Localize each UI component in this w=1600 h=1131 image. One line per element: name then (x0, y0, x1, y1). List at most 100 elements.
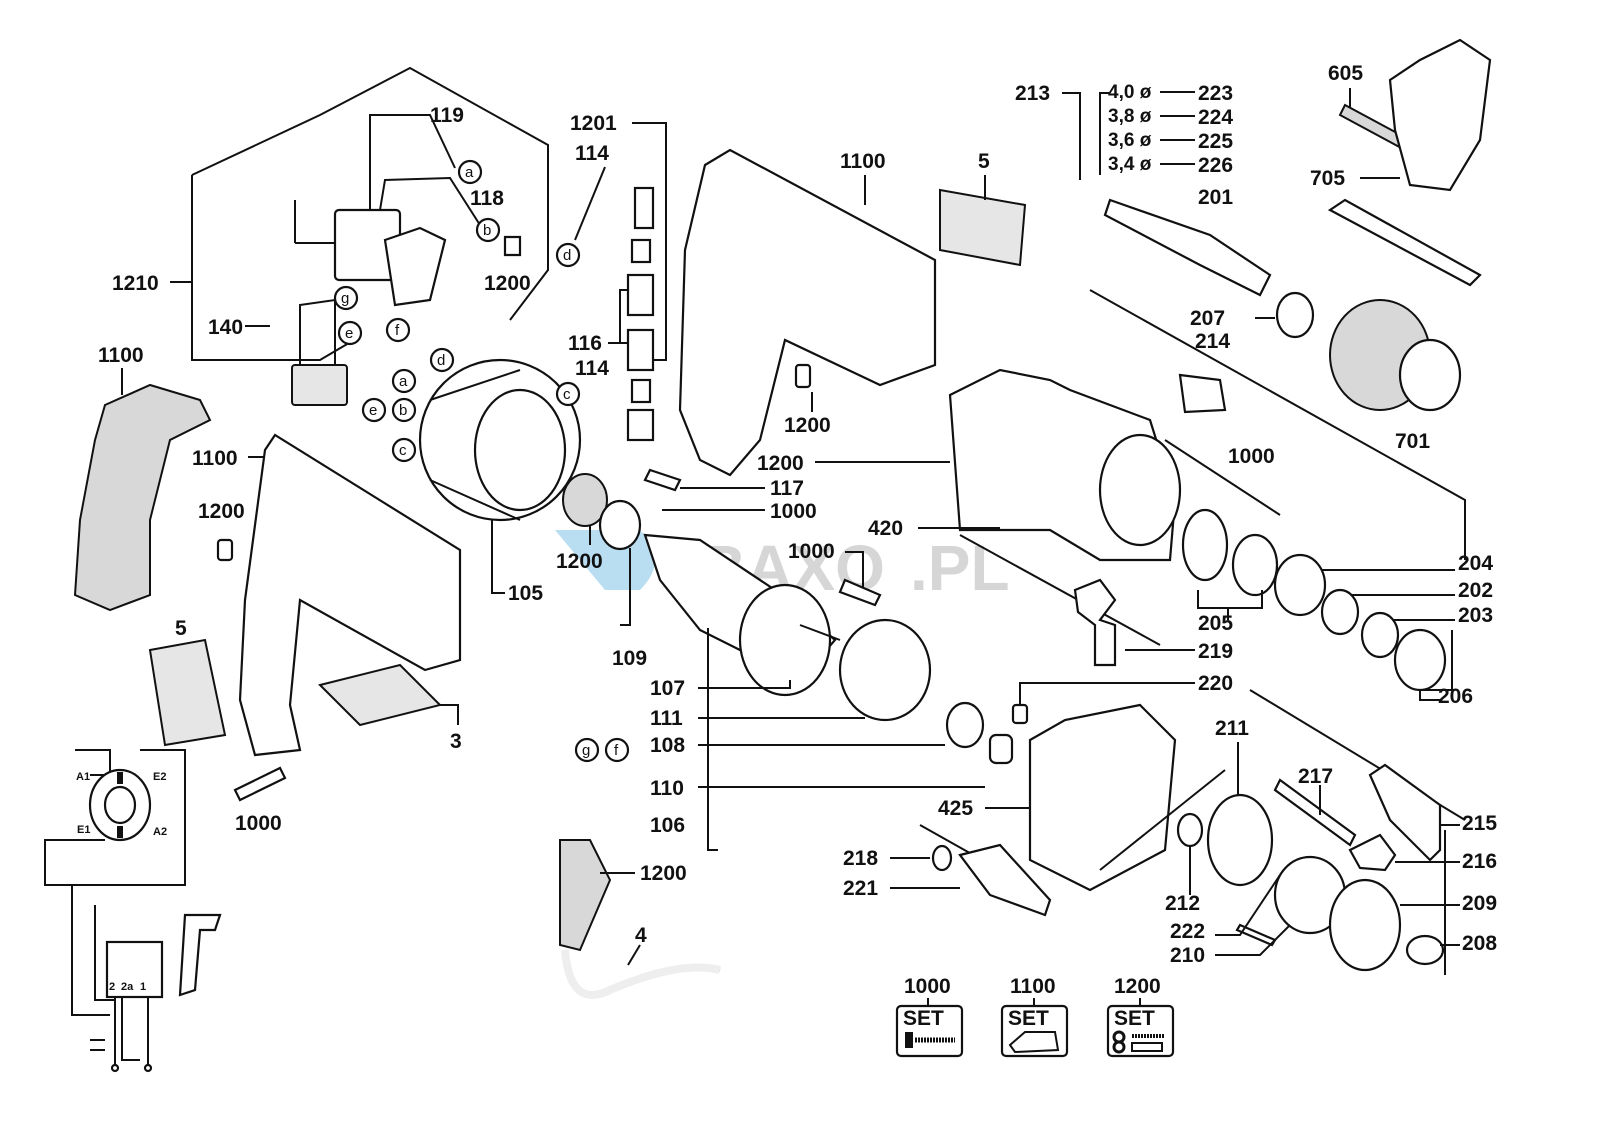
label-3: 3 (450, 730, 462, 753)
label-106: 106 (650, 814, 685, 837)
svg-text:f: f (395, 322, 400, 339)
label-4: 4 (635, 924, 647, 947)
connector-f-cord: f (604, 737, 630, 763)
gear-211 (1206, 793, 1274, 887)
label-111: 111 (650, 707, 683, 730)
wiring-2: 2 (109, 981, 115, 993)
connector-e-top: e (337, 320, 363, 346)
svg-text:d: d (563, 247, 571, 264)
label-222: 222 (1170, 920, 1205, 943)
label-705: 705 (1310, 167, 1345, 190)
label-110: 110 (650, 777, 684, 800)
wiring-schematic: A1 E2 E1 A2 2 2a 1 (44, 749, 222, 1073)
diameter-3-8: 3,8 ø (1108, 106, 1152, 127)
power-cord (559, 839, 721, 999)
label-206: 206 (1438, 685, 1473, 708)
label-1200-gear: 1200 (757, 452, 804, 475)
label-701: 701 (1395, 430, 1430, 453)
label-220: 220 (1198, 672, 1233, 695)
spring-215 (1368, 763, 1442, 862)
svg-text:g: g (341, 290, 349, 307)
connector-c-brush: c (555, 381, 581, 407)
pin-217 (1273, 778, 1357, 847)
connector-f-top: f (385, 317, 411, 343)
set-1100: 1100 SET (1000, 975, 1069, 1058)
watermark-suffix: .PL (910, 532, 1010, 604)
label-210: 210 (1170, 944, 1205, 967)
label-1200-switch: 1200 (484, 272, 531, 295)
diameter-3-6: 3,6 ø (1108, 130, 1152, 151)
label-1100-handle: 1100 (98, 344, 144, 367)
label-203: 203 (1458, 604, 1493, 627)
label-219: 219 (1198, 640, 1233, 663)
connector-e: e (361, 397, 387, 423)
wiring-e2: E2 (153, 771, 166, 783)
connector-g-cord: g (574, 737, 600, 763)
set-1000: 1000 SET (895, 975, 964, 1058)
wiring-1: 1 (140, 981, 146, 993)
screw-1000 (233, 766, 287, 802)
housing-left (238, 433, 462, 757)
label-208: 208 (1462, 932, 1497, 955)
label-226: 226 (1198, 154, 1233, 177)
label-1000-gear: 1000 (1228, 445, 1275, 468)
label-1100-housing: 1100 (192, 447, 238, 470)
label-420: 420 (868, 517, 903, 540)
end-shield (838, 618, 932, 722)
svg-text:d: d (437, 352, 445, 369)
label-1200-center: 1200 (784, 414, 831, 437)
label-1000-arm: 1000 (788, 540, 835, 563)
svg-text:b: b (399, 402, 407, 419)
diameter-4-0: 4,0 ø (1108, 82, 1152, 103)
svg-text:a: a (465, 164, 474, 181)
wiring-a2: A2 (153, 826, 167, 838)
depth-handle (1388, 38, 1492, 192)
label-1200-bushing: 1200 (556, 550, 603, 573)
label-116: 116 (568, 332, 602, 355)
label-plate-5 (148, 638, 227, 747)
svg-text:g: g (582, 742, 590, 759)
label-1000-left: 1000 (235, 812, 282, 835)
capacitor (291, 364, 348, 406)
label-5-right: 5 (978, 150, 990, 173)
label-1210: 1210 (112, 272, 159, 295)
connector-d-brush: d (555, 242, 581, 268)
svg-text:b: b (483, 222, 491, 239)
svg-text:1200: 1200 (1114, 975, 1161, 998)
label-114-top: 114 (575, 142, 609, 165)
label-202: 202 (1458, 579, 1493, 602)
housing-right (678, 148, 937, 477)
stator (418, 358, 582, 522)
label-223: 223 (1198, 82, 1233, 105)
diameter-3-4: 3,4 ø (1108, 154, 1152, 175)
side-handle (73, 383, 212, 612)
wiring-a1: A1 (76, 771, 90, 783)
svg-text:1000: 1000 (904, 975, 951, 998)
label-204: 204 (1458, 552, 1493, 575)
svg-text:1100: 1100 (1010, 975, 1056, 998)
wiring-e1: E1 (77, 824, 90, 836)
label-605: 605 (1328, 62, 1363, 85)
screw-set-icon (905, 1032, 913, 1048)
label-107: 107 (650, 677, 685, 700)
label-1200-pin: 1200 (198, 500, 245, 523)
connector-a: a (391, 368, 417, 394)
label-218: 218 (843, 847, 878, 870)
svg-text:e: e (369, 402, 377, 419)
svg-text:c: c (399, 442, 407, 459)
label-211: 211 (1215, 717, 1249, 740)
chuck (1329, 299, 1462, 412)
switch-knob-219 (1073, 578, 1117, 667)
svg-text:f: f (614, 742, 619, 759)
label-209: 209 (1462, 892, 1497, 915)
connector-c: c (391, 437, 417, 463)
connector-g-top: g (333, 285, 359, 311)
label-117: 117 (770, 477, 804, 500)
connector-b-top: b (475, 217, 501, 243)
connector-a-top: a (457, 159, 483, 185)
label-119: 119 (430, 104, 464, 127)
label-221: 221 (843, 877, 878, 900)
label-1100-center: 1100 (840, 150, 886, 173)
set-1000-label: SET (903, 1007, 944, 1030)
